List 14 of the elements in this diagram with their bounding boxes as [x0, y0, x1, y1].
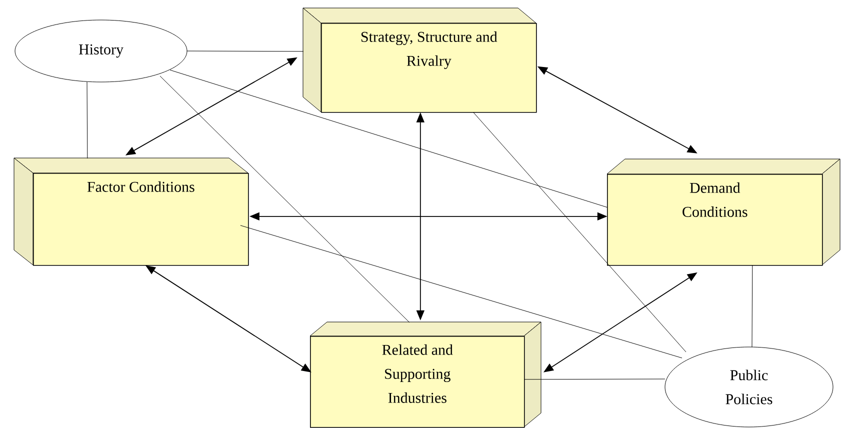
connector-line	[186, 50, 304, 52]
connector-line	[160, 76, 410, 323]
oval: History	[14, 20, 188, 82]
box-3d: Strategy, Structure and Rivalry	[302, 8, 537, 113]
box-3d: Related and Supporting Industries	[310, 322, 542, 428]
connector-line	[170, 70, 608, 208]
oval: Public Policies	[664, 346, 834, 428]
connector-line	[86, 82, 88, 159]
connector-line	[240, 225, 682, 358]
box-3d: Factor Conditions	[14, 158, 249, 266]
connector-line	[524, 378, 666, 380]
box-3d: Demand Conditions	[606, 158, 840, 266]
connector-line	[752, 265, 753, 348]
connector-line	[473, 112, 686, 352]
